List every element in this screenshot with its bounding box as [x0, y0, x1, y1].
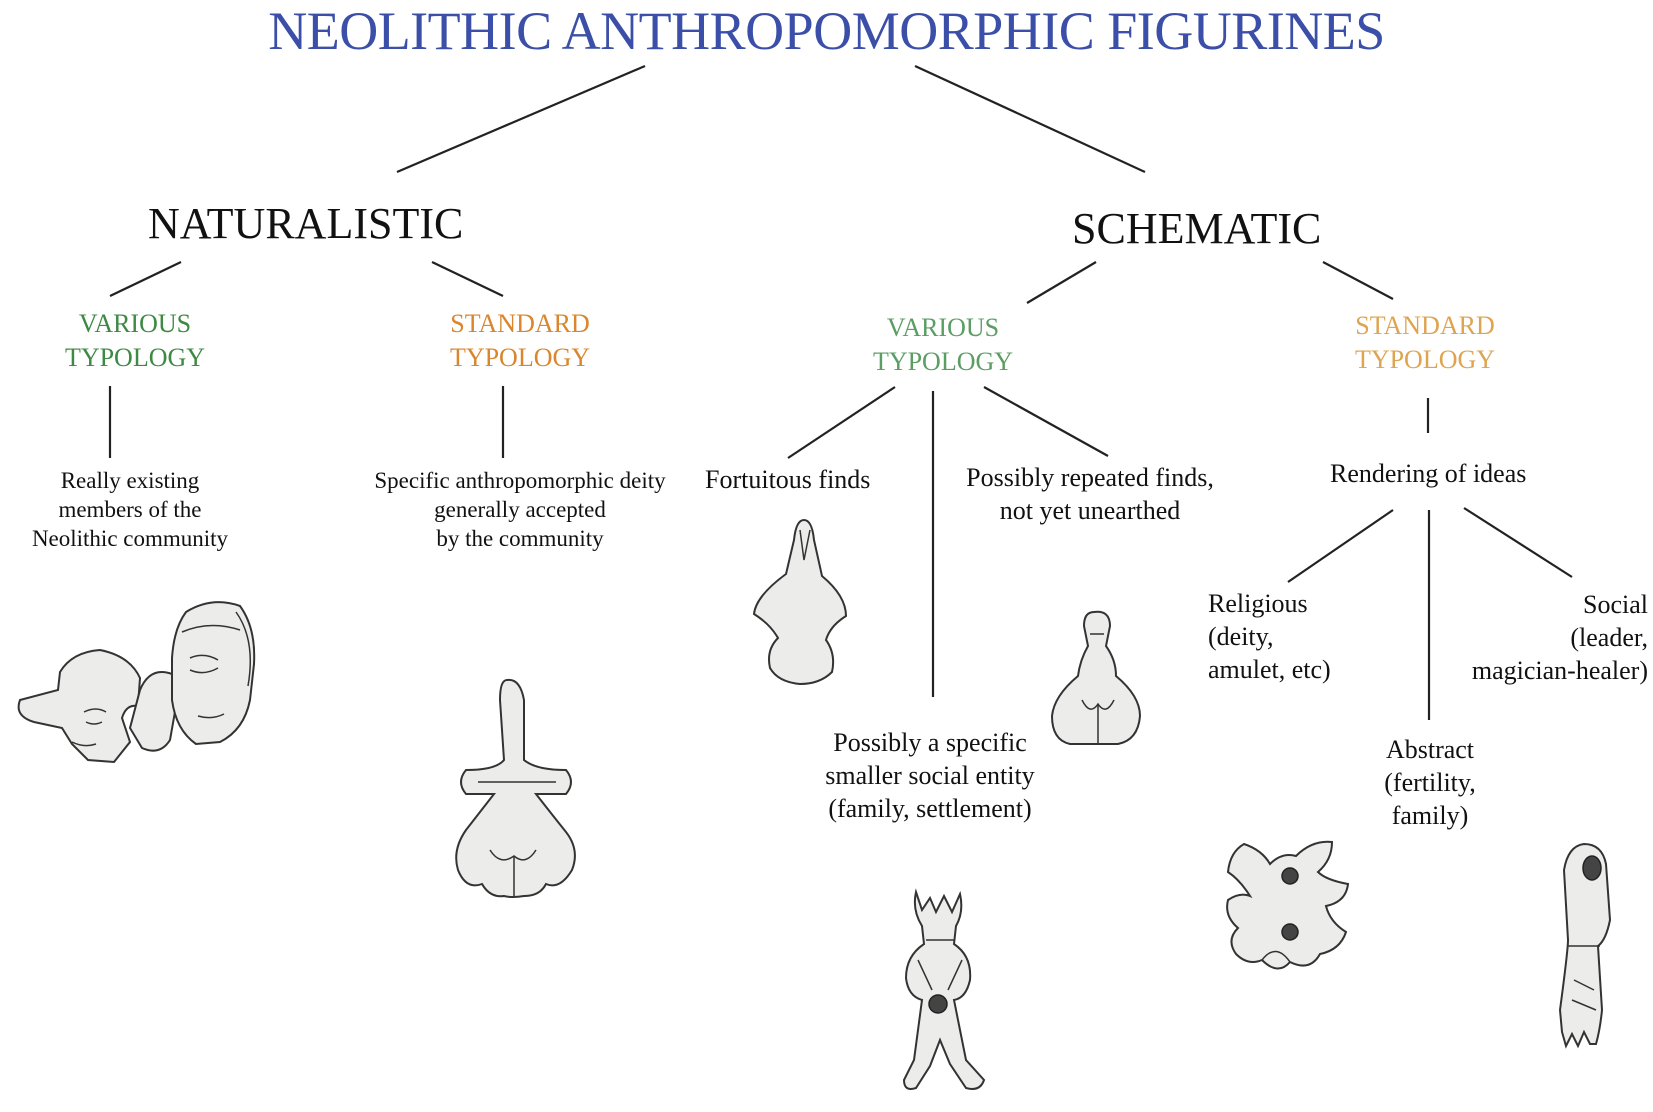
repeated-finds-line1: Possibly repeated finds,: [945, 461, 1235, 494]
nat-standard-typology-label: STANDARD TYPOLOGY: [425, 307, 615, 375]
social-figurine-drawing: [1560, 844, 1610, 1046]
sch-standard-line1: STANDARD: [1330, 309, 1520, 343]
religious-line1: Religious: [1208, 587, 1331, 620]
nat-various-desc-line3: Neolithic community: [0, 524, 260, 553]
abstract-line3: family): [1330, 799, 1530, 832]
naturalistic-heading: NATURALISTIC: [148, 198, 463, 249]
social-line1: Social: [1440, 588, 1648, 621]
standard-deity-figurine-drawing: [456, 680, 575, 897]
schematic-heading: SCHEMATIC: [1072, 203, 1321, 254]
religious-figurine-drawing: [1227, 842, 1348, 969]
connector-title-schematic: [915, 66, 1145, 172]
fortuitous-figurine-drawing: [754, 520, 846, 684]
nat-standard-desc-line1: Specific anthropomorphic deity: [355, 466, 685, 495]
nat-various-desc-line1: Really existing: [0, 466, 260, 495]
repeated-finds-line2: not yet unearthed: [945, 494, 1235, 527]
social-entity-line1: Possibly a specific: [800, 726, 1060, 759]
social-entity-figurine-drawing: [904, 892, 984, 1089]
repeated-finds-label: Possibly repeated finds, not yet unearth…: [945, 461, 1235, 527]
nat-various-typology-label: VARIOUS TYPOLOGY: [40, 307, 230, 375]
nat-various-description: Really existing members of the Neolithic…: [0, 466, 260, 553]
diagram-title: NEOLITHIC ANTHROPOMORPHIC FIGURINES: [0, 0, 1653, 62]
nat-standard-description: Specific anthropomorphic deity generally…: [355, 466, 685, 553]
abstract-label: Abstract (fertility, family): [1330, 733, 1530, 832]
religious-label: Religious (deity, amulet, etc): [1208, 587, 1331, 686]
naturalistic-heads-drawing: [19, 602, 255, 762]
sch-standard-line2: TYPOLOGY: [1330, 343, 1520, 377]
connector-naturalistic-standard: [432, 262, 503, 296]
social-line3: magician-healer): [1440, 654, 1648, 687]
nat-various-desc-line2: members of the: [0, 495, 260, 524]
connector-repeated: [984, 387, 1108, 456]
nat-standard-line2: TYPOLOGY: [425, 341, 615, 375]
connector-religious: [1288, 510, 1393, 582]
connector-naturalistic-various: [110, 262, 181, 296]
connector-schematic-standard: [1323, 262, 1393, 299]
nat-standard-line1: STANDARD: [425, 307, 615, 341]
religious-line3: amulet, etc): [1208, 653, 1331, 686]
nat-standard-desc-line2: generally accepted: [355, 495, 685, 524]
connector-schematic-various: [1027, 262, 1096, 303]
sch-various-line2: TYPOLOGY: [848, 345, 1038, 379]
nat-various-line1: VARIOUS: [40, 307, 230, 341]
nat-various-line2: TYPOLOGY: [40, 341, 230, 375]
connector-title-naturalistic: [397, 66, 645, 172]
social-entity-label: Possibly a specific smaller social entit…: [800, 726, 1060, 825]
rendering-of-ideas-label: Rendering of ideas: [1330, 457, 1526, 490]
sch-standard-typology-label: STANDARD TYPOLOGY: [1330, 309, 1520, 377]
social-line2: (leader,: [1440, 621, 1648, 654]
repeated-finds-figurine-drawing: [1052, 612, 1140, 744]
sch-various-line1: VARIOUS: [848, 311, 1038, 345]
abstract-line1: Abstract: [1330, 733, 1530, 766]
social-label: Social (leader, magician-healer): [1440, 588, 1648, 687]
social-entity-line2: smaller social entity: [800, 759, 1060, 792]
nat-standard-desc-line3: by the community: [355, 524, 685, 553]
fortuitous-finds-label: Fortuitous finds: [705, 463, 870, 496]
social-entity-line3: (family, settlement): [800, 792, 1060, 825]
abstract-line2: (fertility,: [1330, 766, 1530, 799]
connector-social: [1464, 508, 1572, 577]
connector-fortuitous: [788, 387, 895, 458]
sch-various-typology-label: VARIOUS TYPOLOGY: [848, 311, 1038, 379]
religious-line2: (deity,: [1208, 620, 1331, 653]
